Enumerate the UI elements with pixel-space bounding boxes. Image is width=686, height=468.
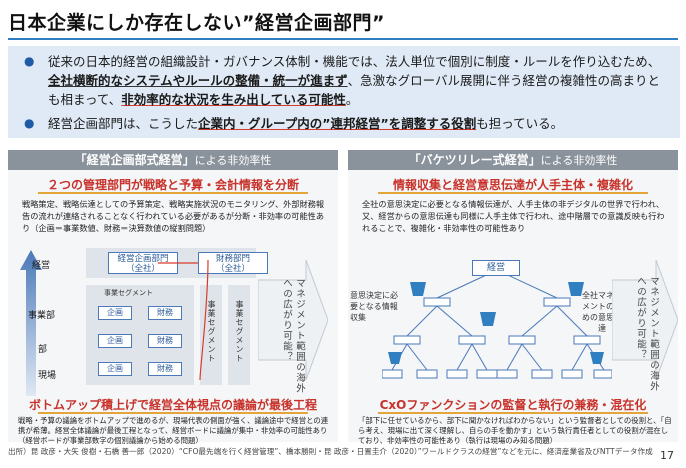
dept-planning-2: 企画 (98, 334, 132, 348)
right-bottom-title: CxOファンクションの監督と執行の兼務・混在化 (379, 398, 647, 412)
emphasis-3: 企業内・グループ内の”連邦経営”を調整する役割 (198, 116, 477, 131)
left-bottom-desc: 戦略・予算の議論をボトムアップで進めるが、現場代表の側面が強く、議論途中で経営と… (18, 416, 329, 445)
left-top-title: ２つの管理部門が戦略と予算・会計情報を分断 (46, 178, 299, 192)
node-top: 経営 (472, 260, 520, 276)
footer-source: 出所）昆 政彦・大矢 俊樹・石橋 善一郎（2020）“CFO最先端を行く経営管理… (8, 447, 653, 456)
summary-bullet-2: ● 経営企画部門は、こうした企業内・グループ内の”連邦経営”を調整する役割も担っ… (24, 116, 564, 131)
right-expansion-arrow (612, 260, 678, 381)
segment-vertical-1: 事業セグメント (207, 300, 216, 363)
segment-header: 事業セグメント (104, 289, 153, 297)
left-top-bar (38, 192, 308, 194)
right-bottom-bar (378, 412, 648, 414)
left-top-desc: 戦略策定、戦略伝達としての予算策定、戦略実施状況のモニタリング、外部財務報告の流… (22, 199, 325, 233)
level-bottom2: 現場 (38, 371, 57, 381)
right-left-label: 意思決定に必要となる情報収集 (350, 291, 398, 322)
red-loop (158, 259, 209, 381)
right-bottom-desc: 「部下に任せているから、部下に聞かなければわからない」という監督者としての役割と… (358, 416, 672, 445)
summary-bullet-1: ● 従来の日本的経営の組織設計・ガバナンス体制・機能では、法人単位で個別に制度・… (24, 54, 661, 107)
level-bottom1: 部 (38, 345, 48, 355)
dept-planning-3: 企画 (98, 362, 132, 376)
hierarchy-arrow (20, 250, 42, 396)
dept-finance-2: 財務 (148, 334, 182, 348)
left-arrow-text: マネジメント範囲の海外への広がり可能？ (281, 278, 305, 394)
dept-finance-1: 財務 (148, 306, 182, 320)
left-panel: 「経営企画部式経営」による非効率性 ２つの管理部門が戦略と予算・会計情報を分断 … (8, 150, 338, 445)
left-panel-header: 「経営企画部式経営」による非効率性 (8, 150, 338, 170)
right-top-title: 情報収集と経営意思伝達が人手主体・複雑化 (392, 178, 633, 192)
level-mid: 事業部 (28, 311, 56, 321)
finance-dept-box: 財務部門 （全社） (198, 252, 268, 274)
right-right-label: 全社マネジメントのための意思伝達 (582, 291, 622, 333)
page-number: 17 (660, 449, 674, 462)
segment-vertical-2: 事業セグメント (235, 300, 244, 363)
segment-col-3 (228, 285, 250, 385)
summary-box: ● 従来の日本的経営の組織設計・ガバナンス体制・機能では、法人単位で個別に制度・… (8, 46, 680, 138)
page-title: 日本企業にしか存在しない”経営企画部門” (8, 12, 385, 34)
left-bottom-bar (38, 412, 308, 414)
left-bottom-title: ボトムアップ積上げで経営全体視点の議論が最後工程 (28, 398, 317, 412)
emphasis-1: 全社横断的なシステムやルールの整備・統一が進まず (48, 73, 348, 88)
right-panel-header: 「バケツリレー式経営」による非効率性 (348, 150, 678, 170)
bucket-network (382, 269, 612, 379)
right-top-bar (378, 192, 648, 194)
right-arrow-text: マネジメント範囲の海外への広がり可能？ (635, 276, 659, 392)
dept-finance-3: 財務 (148, 362, 182, 376)
expansion-arrow (258, 260, 328, 381)
bullet-dot-icon: ● (24, 54, 35, 68)
title-rule (8, 38, 678, 40)
dept-planning-1: 企画 (98, 306, 132, 320)
level-top: 経営 (32, 261, 51, 271)
bullet-dot-icon: ● (24, 116, 35, 130)
right-top-desc: 全社の意思決定に必要となる情報伝達が、人手主体の非デジタルの世界で行われ、又、経… (362, 199, 665, 233)
right-panel: 「バケツリレー式経営」による非効率性 情報収集と経営意思伝達が人手主体・複雑化 … (348, 150, 678, 445)
emphasis-2: 非効率的な状況を生み出している可能性 (121, 92, 346, 107)
